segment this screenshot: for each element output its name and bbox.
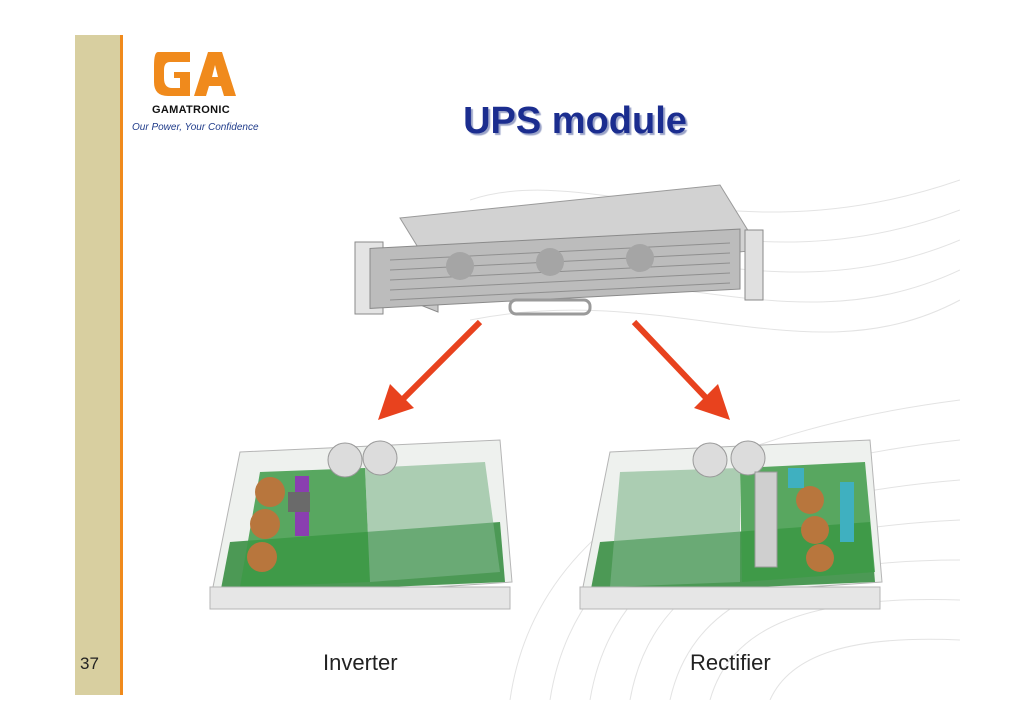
brand-tagline: Our Power, Your Confidence bbox=[132, 122, 259, 133]
arrow-to-inverter bbox=[378, 319, 483, 420]
sidebar-band bbox=[75, 35, 120, 695]
rectifier-caption: Rectifier bbox=[690, 650, 771, 675]
slide-title: UPS module bbox=[463, 100, 687, 142]
inverter-board-image bbox=[209, 439, 513, 610]
arrow-to-rectifier bbox=[631, 319, 730, 420]
brand-name: GAMATRONIC bbox=[152, 104, 230, 116]
page-number: 37 bbox=[80, 654, 99, 673]
rectifier-board-image bbox=[579, 439, 883, 610]
ups-module-image bbox=[354, 184, 764, 316]
gamatronic-logo: GAMATRONIC Our Power, Your Confidence bbox=[130, 48, 260, 138]
ga-logo-mark bbox=[154, 52, 236, 96]
sidebar-accent-line bbox=[120, 35, 123, 695]
inverter-caption: Inverter bbox=[323, 650, 398, 675]
